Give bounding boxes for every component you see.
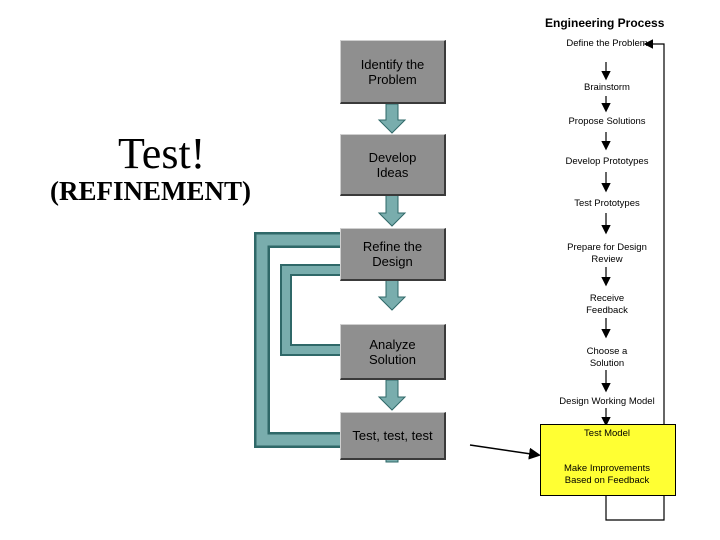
outer-feedback-loop	[254, 232, 340, 448]
step-propose-solutions: Propose Solutions	[568, 116, 646, 127]
flow-box-develop-ideas: Develop Ideas	[340, 134, 446, 196]
flow-box-label: Test, test, test	[352, 428, 433, 443]
step-receive-feedback: Receive Feedback	[586, 293, 628, 316]
step-make-improvements: Make Improvements Based on Feedback	[563, 463, 651, 486]
link-arrow	[469, 444, 541, 460]
step-brainstorm: Brainstorm	[584, 82, 630, 93]
step-test-model: Test Model	[584, 428, 630, 439]
flow-box-identify-problem: Identify the Problem	[340, 40, 446, 104]
flow-box-analyze-solution: Analyze Solution	[340, 324, 446, 380]
step-design-working-model: Design Working Model	[559, 396, 655, 407]
flow-box-test: Test, test, test	[340, 412, 446, 460]
step-prepare-design-review: Prepare for Design Review	[567, 242, 647, 265]
flow-box-label: Develop Ideas	[368, 149, 417, 180]
highlight-box	[540, 424, 676, 496]
step-develop-prototypes: Develop Prototypes	[565, 156, 649, 167]
inner-feedback-loop	[280, 264, 340, 356]
step-test-prototypes: Test Prototypes	[574, 198, 640, 209]
step-choose-solution: Choose a Solution	[586, 346, 628, 369]
process-title: Engineering Process	[545, 16, 665, 30]
test-heading: Test!	[118, 129, 206, 178]
flow-box-label: Analyze Solution	[369, 336, 416, 367]
step-define-problem: Define the Problem	[566, 38, 648, 49]
refinement-heading: (REFINEMENT)	[50, 176, 251, 206]
flow-box-label: Identify the Problem	[360, 56, 425, 87]
flow-box-refine-design: Refine the Design	[340, 228, 446, 281]
process-loop-line	[605, 39, 665, 521]
flow-box-label: Refine the Design	[362, 239, 423, 269]
